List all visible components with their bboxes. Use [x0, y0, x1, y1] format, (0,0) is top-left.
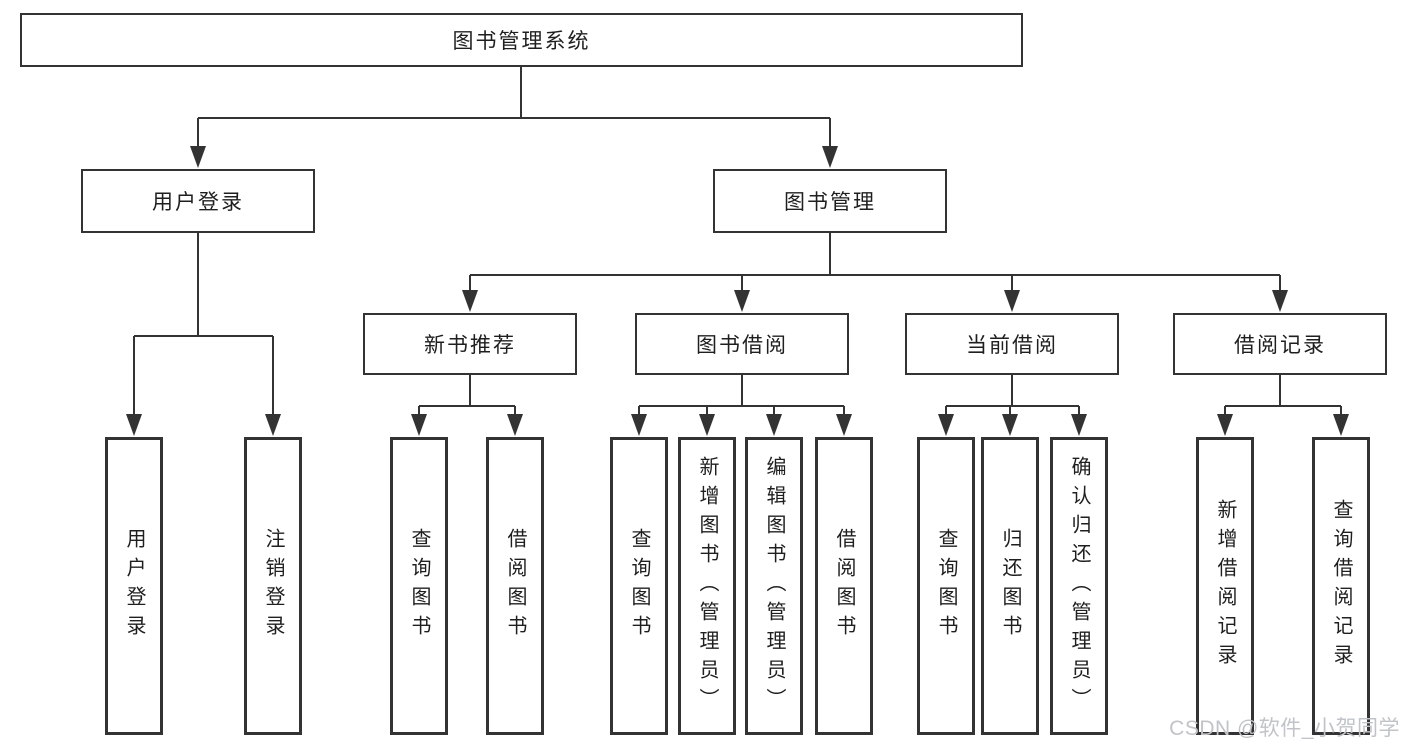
leaf-borrowing-query-books: 查询图书	[610, 437, 668, 735]
leaf-label: 注销登录	[262, 528, 284, 644]
leaf-newbooks-query-books: 查询图书	[390, 437, 448, 735]
watermark: CSDN @软件_小贺同学	[1169, 717, 1400, 740]
leaf-logout: 注销登录	[244, 437, 302, 735]
leaf-label: 归还图书	[999, 528, 1021, 644]
leaf-label: 新增借阅记录	[1214, 499, 1236, 673]
leaf-newbooks-borrow-books: 借阅图书	[486, 437, 544, 735]
node-book-borrowing: 图书借阅	[635, 313, 849, 375]
leaf-user-login: 用户登录	[105, 437, 163, 735]
node-user-login: 用户登录	[81, 169, 315, 233]
leaf-current-confirm-return-admin: 确认归还（管理员）	[1050, 437, 1108, 735]
node-label: 图书管理系统	[452, 30, 591, 53]
leaf-label: 查询借阅记录	[1330, 499, 1352, 673]
leaf-borrowing-borrow-books: 借阅图书	[815, 437, 873, 735]
node-borrowing-records: 借阅记录	[1173, 313, 1387, 375]
leaf-label: 确认归还（管理员）	[1068, 455, 1090, 717]
node-label: 新书推荐	[424, 334, 516, 357]
leaf-label: 编辑图书（管理员）	[763, 455, 785, 717]
node-label: 图书借阅	[696, 334, 788, 357]
leaf-label: 新增图书（管理员）	[696, 455, 718, 717]
leaf-label: 查询图书	[628, 528, 650, 644]
leaf-current-query-books: 查询图书	[917, 437, 975, 735]
leaf-records-query-record: 查询借阅记录	[1312, 437, 1370, 735]
node-label: 用户登录	[152, 191, 244, 214]
leaf-records-add-record: 新增借阅记录	[1196, 437, 1254, 735]
node-label: 图书管理	[784, 191, 876, 214]
leaf-borrowing-edit-books-admin: 编辑图书（管理员）	[745, 437, 803, 735]
node-current-borrowing: 当前借阅	[905, 313, 1119, 375]
arrowheads	[126, 146, 1349, 436]
leaf-current-return-books: 归还图书	[981, 437, 1039, 735]
leaf-borrowing-add-books-admin: 新增图书（管理员）	[678, 437, 736, 735]
node-new-book-recommend: 新书推荐	[363, 313, 577, 375]
leaf-label: 借阅图书	[833, 528, 855, 644]
node-library-system: 图书管理系统	[20, 13, 1023, 67]
leaf-label: 查询图书	[935, 528, 957, 644]
leaf-label: 查询图书	[408, 528, 430, 644]
node-label: 借阅记录	[1234, 334, 1326, 357]
node-book-management: 图书管理	[713, 169, 947, 233]
node-label: 当前借阅	[966, 334, 1058, 357]
leaf-label: 用户登录	[123, 528, 145, 644]
leaf-label: 借阅图书	[504, 528, 526, 644]
